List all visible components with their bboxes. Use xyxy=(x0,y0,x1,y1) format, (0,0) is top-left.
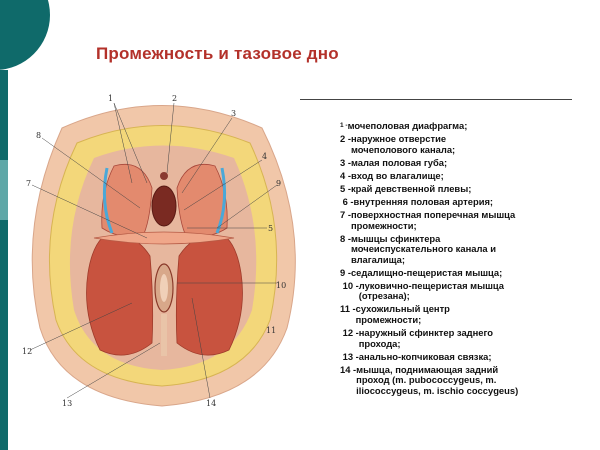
right-muscle xyxy=(175,234,243,356)
callout-11: 11 xyxy=(266,326,276,335)
legend-item-text: внутренняя половая артерия; xyxy=(353,195,494,207)
legend-item: 4 - вход во влагалище; xyxy=(340,169,580,182)
legend-item-text: край девственной плевы; xyxy=(350,182,472,194)
perineum-illustration: 1 2 3 4 5 7 8 9 10 11 12 13 14 xyxy=(22,94,296,408)
legend-item-number: 11 - xyxy=(340,303,356,315)
legend: 1 - мочеполовая диафрагма;2 - наружное о… xyxy=(340,120,580,399)
legend-item-number: 2 - xyxy=(340,133,351,145)
urethral-opening xyxy=(160,172,168,180)
legend-item: 12 - наружный сфинктер заднего прохода; xyxy=(340,327,580,349)
vaginal-opening xyxy=(151,185,177,227)
callout-10: 10 xyxy=(276,281,286,290)
legend-item-text: мышцы сфинктера мочеиспускательного кана… xyxy=(350,232,496,265)
legend-item: 13 - анально-копчиковая связка; xyxy=(340,350,580,363)
legend-item-text: поверхностная поперечная мышца промежнос… xyxy=(350,209,516,231)
legend-item: 7 - поверхностная поперечная мышца проме… xyxy=(340,209,580,231)
callout-5: 5 xyxy=(268,224,273,233)
callout-12: 12 xyxy=(22,347,32,356)
legend-item-number: 6 - xyxy=(340,195,354,207)
callout-3: 3 xyxy=(231,109,236,118)
left-accent-bar xyxy=(0,70,8,450)
legend-item-number: 8 - xyxy=(340,232,351,244)
anal-center xyxy=(160,274,168,302)
legend-item-number: 10 - xyxy=(340,279,359,291)
callout-8: 8 xyxy=(36,131,41,140)
legend-item-number: 12 - xyxy=(340,327,359,339)
left-accent-bar-light xyxy=(0,160,8,220)
callout-lines xyxy=(29,102,278,399)
legend-item: 6 - внутренняя половая артерия; xyxy=(340,195,580,208)
left-muscle xyxy=(86,234,154,356)
perineum-diagram: 1 2 3 4 5 7 8 9 10 11 12 13 14 xyxy=(22,88,307,408)
legend-item-text: седалищно-пещеристая мышца; xyxy=(350,266,503,278)
legend-item-text: наружное отверстие мочеполового канала; xyxy=(350,133,456,155)
legend-item-text: малая половая губа; xyxy=(350,156,448,168)
legend-item-text: вход во влагалище; xyxy=(350,169,444,181)
left-vessel xyxy=(102,167,114,234)
legend-item-number: 14 - xyxy=(340,363,357,375)
legend-item: 10 - луковично-пещеристая мышца (отрезан… xyxy=(340,279,580,302)
legend-item: 8 - мышцы сфинктера мочеиспускательного … xyxy=(340,232,580,266)
legend-item: 1 - мочеполовая диафрагма; xyxy=(340,120,580,132)
callout-7: 7 xyxy=(26,179,31,188)
callout-2: 2 xyxy=(172,94,177,103)
corner-decoration xyxy=(0,0,50,70)
transverse-muscle xyxy=(93,231,235,245)
legend-item: 3 - малая половая губа; xyxy=(340,156,580,169)
legend-item-text: луковично-пещеристая мышца (отрезана); xyxy=(358,279,505,302)
callout-1: 1 xyxy=(108,94,113,103)
legend-item-number: 7 - xyxy=(340,209,351,221)
legend-item-number: 3 - xyxy=(340,156,351,168)
callout-13: 13 xyxy=(62,399,72,408)
slide-title: Промежность и тазовое дно xyxy=(96,44,339,63)
legend-item-number: 13 - xyxy=(340,350,359,362)
legend-item-text: мочеполовая диафрагма; xyxy=(347,120,468,131)
legend-item-text: наружный сфинктер заднего прохода; xyxy=(358,327,494,349)
legend-item-text: анально-копчиковая связка; xyxy=(358,350,492,362)
legend-item: 14 - мышца, поднимающая задний проход (m… xyxy=(340,363,580,397)
right-vessel xyxy=(215,167,227,234)
legend-item-text: мышца, поднимающая задний проход (m. pub… xyxy=(356,363,519,396)
legend-item-number: 1 - xyxy=(340,122,348,129)
legend-item-number: 9 - xyxy=(340,266,351,278)
callout-4: 4 xyxy=(262,152,267,161)
legend-item: 9 - седалищно-пещеристая мышца; xyxy=(340,266,580,279)
legend-item-number: 5 - xyxy=(340,182,351,194)
legend-item-number: 4 - xyxy=(340,169,351,181)
callout-14: 14 xyxy=(206,399,216,408)
legend-item: 2 - наружное отверстие мочеполового кана… xyxy=(340,133,580,155)
legend-item-text: сухожильный центр промежности; xyxy=(355,303,450,325)
callout-9: 9 xyxy=(276,179,281,188)
legend-item: 5 - край девственной плевы; xyxy=(340,182,580,195)
title-rule xyxy=(300,99,572,100)
legend-item: 11 - сухожильный центр промежности; xyxy=(340,304,580,325)
